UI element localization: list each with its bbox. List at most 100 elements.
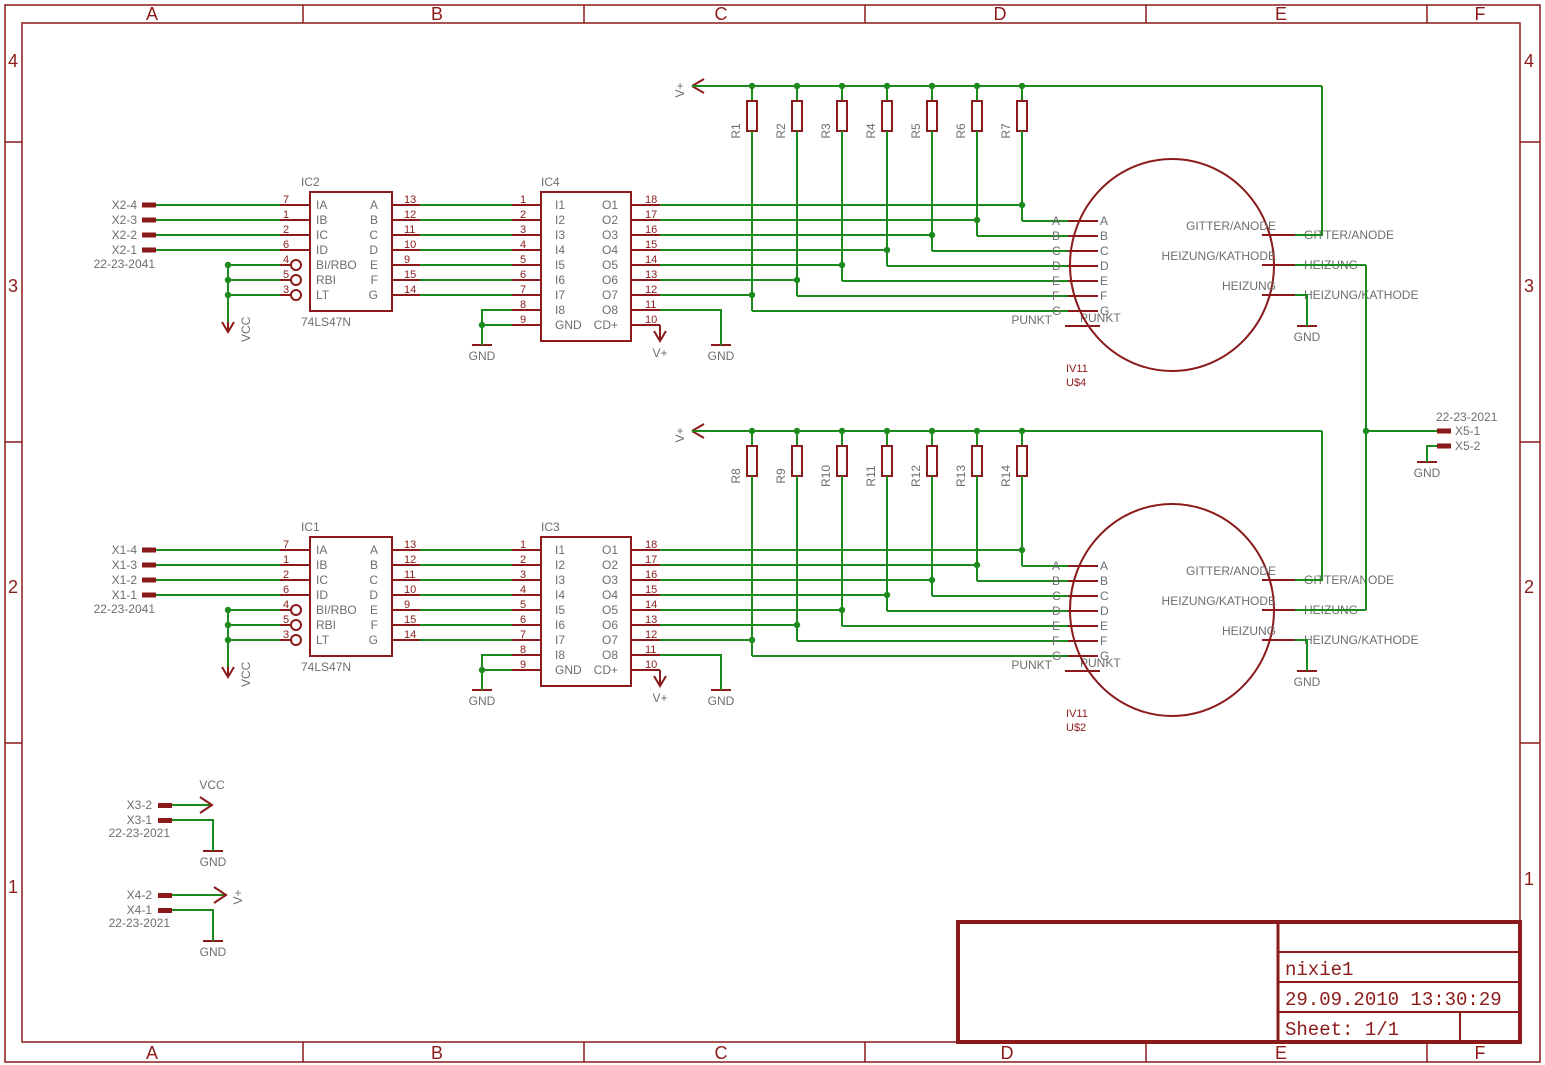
driver-pin-number: 6 xyxy=(520,614,526,626)
decoder-pin-number: 13 xyxy=(404,194,416,206)
resistor-label: R10 xyxy=(819,465,833,487)
tube-ref-label: U$4 xyxy=(1066,377,1086,389)
decoder-pin-name: LT xyxy=(316,633,330,647)
driver-pin-number: 4 xyxy=(520,239,526,251)
punkt-label: PUNKT xyxy=(1080,311,1121,325)
connector-pin xyxy=(158,908,172,913)
driver-pin-name: O7 xyxy=(602,633,618,647)
resistor-body xyxy=(836,445,848,477)
gnd-label: GND xyxy=(200,945,227,959)
connector-pin-label: X5-1 xyxy=(1455,424,1481,438)
decoder-pin-name: IC xyxy=(316,228,328,242)
net-wire xyxy=(1295,294,1308,320)
driver-pin-name: O4 xyxy=(602,243,618,257)
inversion-bubble xyxy=(290,274,302,286)
driver-pin-number: 7 xyxy=(520,629,526,641)
punkt-label: PUNKT xyxy=(1080,656,1121,670)
driver-pin-name: GND xyxy=(555,318,582,332)
tube-inner-pin-label: HEIZUNG xyxy=(1222,624,1276,638)
tube-segment-label: A xyxy=(1100,214,1108,228)
tube-segment-label: F xyxy=(1052,634,1059,648)
resistor-label: R11 xyxy=(864,465,878,486)
drawing-date: 29.09.2010 13:30:29 xyxy=(1285,989,1502,1011)
decoder-pin-name: IB xyxy=(316,558,327,572)
grid-row-label-left: 1 xyxy=(8,877,18,897)
decoder-pin-name: B xyxy=(370,558,378,572)
driver-pin-number: 8 xyxy=(520,644,526,656)
tube-segment-label: B xyxy=(1052,229,1060,243)
connector-pin-label: X1-4 xyxy=(112,543,138,557)
connector-pin-label: X1-2 xyxy=(112,573,138,587)
decoder-pin-number: 2 xyxy=(283,224,289,236)
decoder-pin-name: IA xyxy=(316,198,327,212)
resistor-body xyxy=(971,445,983,477)
driver-pin-number: 3 xyxy=(520,569,526,581)
grid-col-label-top: B xyxy=(431,4,443,24)
connector-pin xyxy=(1437,428,1451,434)
driver-pin-name: O8 xyxy=(602,303,618,317)
title-block: nixie1 29.09.2010 13:30:29 Sheet: 1/1 xyxy=(956,920,1522,1044)
tube-segment-label: F xyxy=(1052,289,1059,303)
tube-segment-label: G xyxy=(1052,649,1061,663)
driver-pin-number: 9 xyxy=(520,314,526,326)
supply-arrow xyxy=(691,78,705,87)
grid-row-label-right: 3 xyxy=(1524,276,1534,296)
resistor-label: R8 xyxy=(729,468,743,484)
driver-pin-number: 1 xyxy=(520,194,526,206)
junction-dot xyxy=(224,291,232,299)
resistor-body xyxy=(926,100,938,132)
decoder-pin-name: A xyxy=(370,198,378,212)
tube-segment-label: C xyxy=(1100,244,1109,258)
connector-part-label: 22-23-2021 xyxy=(109,916,171,930)
net-wire xyxy=(481,309,512,339)
decoder-pin-number: 4 xyxy=(283,599,289,611)
tube-segment-label: B xyxy=(1100,229,1108,243)
tube-segment-label: E xyxy=(1100,619,1108,633)
driver-pin-name: O3 xyxy=(602,228,618,242)
decoder-pin-name: RBI xyxy=(316,273,336,287)
connector-pin-label: X4-2 xyxy=(127,888,153,902)
decoder-ic-body xyxy=(309,191,393,312)
connector-pin-label: X5-2 xyxy=(1455,439,1481,453)
inversion-bubble xyxy=(290,289,302,301)
resistor-label: R14 xyxy=(999,465,1013,487)
tube-outer-pin-label: HEIZUNG/KATHODE xyxy=(1304,633,1418,647)
supply-arrow xyxy=(691,423,705,432)
gnd-label: GND xyxy=(200,855,227,869)
resistor-label: R7 xyxy=(999,123,1013,139)
supply-arrow xyxy=(691,85,705,94)
resistor-label: R5 xyxy=(909,123,923,139)
tube-inner-pin-label: GITTER/ANODE xyxy=(1186,219,1276,233)
net-wire xyxy=(1295,639,1308,665)
driver-pin-name: CD+ xyxy=(594,663,618,677)
grid-row-label-right: 2 xyxy=(1524,577,1534,597)
connector-part-label: 22-23-2041 xyxy=(94,602,156,616)
resistor-body xyxy=(1016,445,1028,477)
connector-pin xyxy=(158,818,172,823)
junction-dot xyxy=(224,636,232,644)
vplus-label: V+ xyxy=(231,889,245,904)
decoder-pin-name: IA xyxy=(316,543,327,557)
inversion-bubble xyxy=(290,604,302,616)
resistor-body xyxy=(746,100,758,132)
decoder-pin-name: B xyxy=(370,213,378,227)
driver-pin-number: 16 xyxy=(645,569,657,581)
tube-segment-label: E xyxy=(1052,619,1060,633)
decoder-pin-number: 11 xyxy=(404,569,415,581)
grid-col-label-top: A xyxy=(146,4,158,24)
junction-dot xyxy=(478,666,486,674)
vcc-label: VCC xyxy=(239,316,253,342)
driver-pin-name: I6 xyxy=(555,618,565,632)
decoder-pin-number: 7 xyxy=(283,194,289,206)
driver-pin-name: I3 xyxy=(555,228,565,242)
driver-ref: IC4 xyxy=(541,175,560,189)
decoder-pin-number: 12 xyxy=(404,209,416,221)
decoder-ref: IC1 xyxy=(301,520,320,534)
driver-pin-number: 12 xyxy=(645,284,657,296)
resistor-label: R6 xyxy=(954,123,968,139)
decoder-pin-name: IC xyxy=(316,573,328,587)
driver-pin-name: O7 xyxy=(602,288,618,302)
decoder-pin-name: E xyxy=(370,603,378,617)
